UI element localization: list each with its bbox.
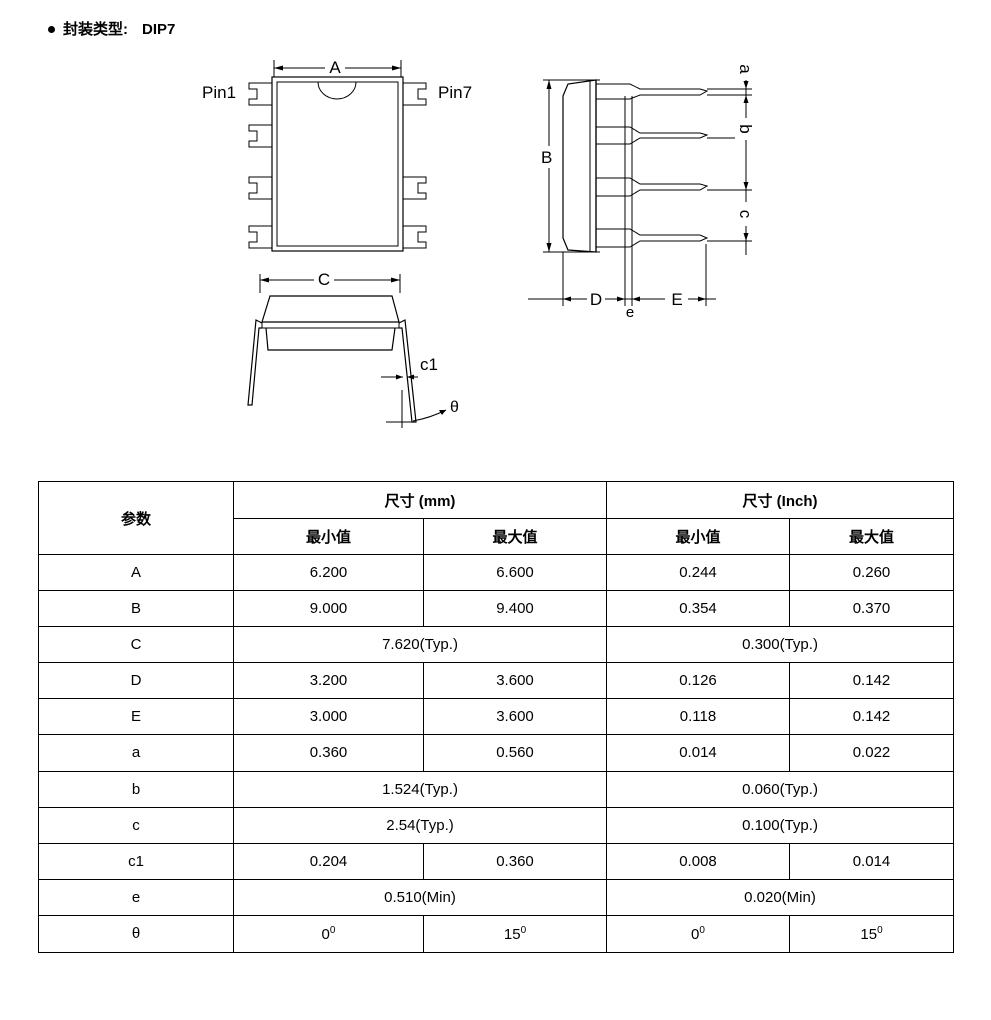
table-subheader-row: 最小值 最大值 最小值 最大值 (39, 518, 954, 556)
label-B: B (541, 148, 552, 167)
mm-typ-cell: 1.524(Typ.) (233, 770, 607, 808)
param-cell: C (38, 626, 234, 664)
label-c: c (736, 210, 755, 219)
inch-min-cell: 0.126 (606, 662, 790, 700)
param-cell: D (38, 662, 234, 700)
inch-max-cell: 150 (789, 914, 954, 954)
table-row: E 3.000 3.600 0.118 0.142 (38, 698, 954, 736)
degree-superscript: 0 (520, 924, 527, 936)
table-row: C 7.620(Typ.) 0.300(Typ.) (38, 626, 954, 664)
side-view: B a b c (528, 60, 757, 321)
param-cell: B (38, 590, 234, 628)
inch-max-cell: 0.022 (789, 734, 954, 772)
inch-max-cell: 0.014 (789, 842, 954, 880)
param-cell: A (38, 554, 234, 592)
package-type-heading: 封装类型: DIP7 (48, 18, 175, 39)
inch-max-cell: 0.142 (789, 662, 954, 700)
mm-max-cell: 0.360 (423, 842, 607, 880)
mm-typ-cell: 7.620(Typ.) (233, 626, 607, 664)
inch-typ-cell: 0.060(Typ.) (606, 770, 954, 808)
degree-superscript: 0 (699, 924, 705, 936)
mm-max-cell: 3.600 (423, 698, 607, 736)
table-row: b 1.524(Typ.) 0.060(Typ.) (38, 770, 954, 808)
header-inch: 尺寸 (Inch) (606, 480, 954, 520)
header-mm-max: 最大值 (423, 518, 607, 556)
label-b: b (736, 124, 755, 133)
mm-min-cell: 0.360 (233, 734, 424, 772)
header-inch-max: 最大值 (789, 518, 954, 556)
inch-min-cell: 0.014 (606, 734, 790, 772)
label-a: a (736, 64, 755, 74)
label-C: C (318, 270, 330, 289)
mm-min-cell: 0.204 (233, 842, 424, 880)
label-A: A (329, 58, 341, 77)
label-D: D (590, 290, 602, 309)
header-mm-min: 最小值 (233, 518, 424, 556)
table-row: c 2.54(Typ.) 0.100(Typ.) (38, 806, 954, 844)
label-c1: c1 (420, 355, 438, 374)
mm-min-spec-cell: 0.510(Min) (233, 878, 607, 916)
inch-typ-cell: 0.100(Typ.) (606, 806, 954, 844)
inch-min-cell: 0.008 (606, 842, 790, 880)
mm-min-cell: 6.200 (233, 554, 424, 592)
mm-typ-cell: 2.54(Typ.) (233, 806, 607, 844)
mm-max-cell: 3.600 (423, 662, 607, 700)
mm-max-cell: 150 (423, 914, 607, 954)
table-row: θ 00 150 00 150 (38, 914, 954, 954)
package-outline-drawing: A Pin1 Pin7 C c1 (202, 58, 757, 428)
table-row: e 0.510(Min) 0.020(Min) (38, 878, 954, 916)
degree-superscript: 0 (329, 924, 336, 936)
header-inch-min: 最小值 (606, 518, 790, 556)
table-row: a 0.360 0.560 0.014 0.022 (38, 734, 954, 772)
param-cell: E (38, 698, 234, 736)
inch-min-cell: 0.354 (606, 590, 790, 628)
param-cell: c1 (38, 842, 234, 880)
header-mm: 尺寸 (mm) (233, 480, 607, 520)
mm-max-value: 15 (503, 925, 521, 943)
inch-max-value: 15 (860, 925, 878, 943)
package-type-label: 封装类型: (63, 21, 128, 38)
table-row: B 9.000 9.400 0.354 0.370 (38, 590, 954, 628)
inch-min-cell: 0.244 (606, 554, 790, 592)
param-cell: c (38, 806, 234, 844)
mm-min-cell: 3.000 (233, 698, 424, 736)
table-row: D 3.200 3.600 0.126 0.142 (38, 662, 954, 700)
dimension-table: 参数 尺寸 (mm) 尺寸 (Inch) 最小值 最大值 最小值 最大值 A 6… (38, 480, 954, 954)
mm-max-cell: 6.600 (423, 554, 607, 592)
inch-max-cell: 0.260 (789, 554, 954, 592)
header-param: 参数 (38, 480, 234, 556)
param-cell: b (38, 770, 234, 808)
label-pin1: Pin1 (202, 83, 236, 102)
mm-max-cell: 9.400 (423, 590, 607, 628)
inch-min-spec-cell: 0.020(Min) (606, 878, 954, 916)
label-theta: θ (450, 399, 459, 416)
top-view: A Pin1 Pin7 (202, 58, 472, 252)
inch-min-cell: 00 (606, 914, 790, 954)
label-pin7: Pin7 (438, 83, 472, 102)
package-type-value: DIP7 (142, 21, 176, 38)
inch-typ-cell: 0.300(Typ.) (606, 626, 954, 664)
param-cell: e (38, 878, 234, 916)
label-e: e (626, 304, 634, 321)
table-row: c1 0.204 0.360 0.008 0.014 (38, 842, 954, 880)
label-E: E (671, 290, 682, 309)
mm-min-cell: 9.000 (233, 590, 424, 628)
param-cell: a (38, 734, 234, 772)
inch-max-cell: 0.370 (789, 590, 954, 628)
degree-superscript: 0 (877, 924, 883, 936)
table-header-row: 参数 尺寸 (mm) 尺寸 (Inch) (38, 480, 954, 556)
mm-min-cell: 00 (233, 914, 424, 954)
table-row: A 6.200 6.600 0.244 0.260 (38, 554, 954, 592)
mm-max-cell: 0.560 (423, 734, 607, 772)
front-view: C c1 θ (247, 270, 459, 428)
mm-min-cell: 3.200 (233, 662, 424, 700)
inch-min-value: 0 (691, 925, 700, 943)
inch-min-cell: 0.118 (606, 698, 790, 736)
bullet-icon (48, 25, 55, 33)
inch-max-cell: 0.142 (789, 698, 954, 736)
mm-min-value: 0 (321, 925, 330, 943)
param-cell: θ (38, 914, 234, 954)
